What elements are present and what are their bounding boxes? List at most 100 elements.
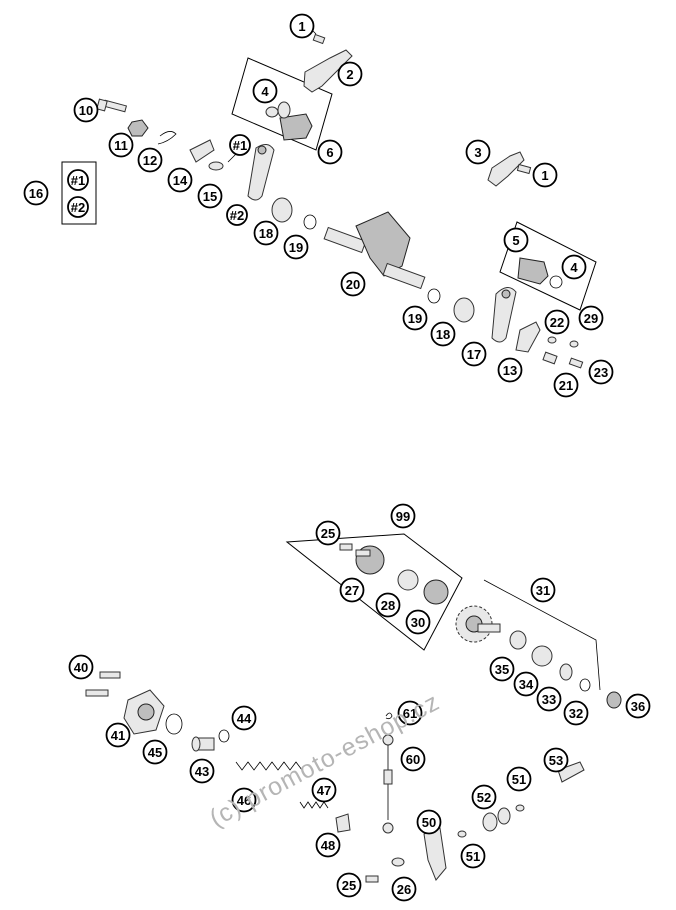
- callout-label: 48: [321, 838, 335, 853]
- housing-part-41: [123, 689, 165, 735]
- callout-circle: [536, 686, 562, 712]
- callout-label: 19: [408, 311, 422, 326]
- callout-label: 25: [342, 878, 356, 893]
- callout-26-56: 26: [391, 876, 417, 902]
- callout-52-51: 52: [471, 784, 497, 810]
- callout-label: 20: [346, 277, 360, 292]
- callout-43-44: 43: [189, 758, 215, 784]
- callout-label: 50: [422, 815, 436, 830]
- callout-hash-1-8: #1: [229, 134, 251, 156]
- callout-label: 27: [345, 583, 359, 598]
- callout-circle: [315, 832, 341, 858]
- callout-31-34: 31: [530, 577, 556, 603]
- callout-20-20: 20: [340, 271, 366, 297]
- bolt-part-21: [542, 351, 558, 365]
- callout-60-47: 60: [400, 746, 426, 772]
- callout-32-38: 32: [563, 700, 589, 726]
- callout-circle: [513, 671, 539, 697]
- lever-part-left: [247, 144, 275, 201]
- callout-circle: [489, 656, 515, 682]
- callout-30-33: 30: [405, 609, 431, 635]
- callout-circle: [391, 876, 417, 902]
- washer-part-29: [569, 340, 579, 348]
- clip-part-61: [385, 712, 393, 720]
- callout-circle: [23, 180, 49, 206]
- callout-label: 28: [381, 598, 395, 613]
- callout-10-4: 10: [73, 97, 99, 123]
- bolt-part-23: [568, 357, 584, 369]
- lower-assembly: [85, 533, 622, 883]
- bushing-part-52: [482, 807, 511, 832]
- callout-circle: [543, 747, 569, 773]
- bolt-part-10: [96, 98, 128, 113]
- callout-circle: [67, 169, 89, 191]
- oring-part-44: [218, 729, 230, 743]
- nut-part-11: [127, 119, 149, 137]
- box-part-31: [483, 579, 601, 691]
- callout-circle: [397, 700, 423, 726]
- callout-circle: [105, 722, 131, 748]
- callout-circle: [317, 139, 343, 165]
- screw-part-1-right: [516, 163, 532, 175]
- callout-18-14: 18: [253, 220, 279, 246]
- bearing-part-28: [397, 569, 419, 591]
- valve-part-5: [517, 257, 563, 289]
- callout-48-52: 48: [315, 832, 341, 858]
- washer-part-51-upper: [515, 804, 525, 812]
- callout-29-25: 29: [578, 305, 604, 331]
- callout-label: 23: [594, 365, 608, 380]
- callout-2-1: 2: [337, 61, 363, 87]
- callout-circle: [416, 809, 442, 835]
- bushing-part-18-left: [271, 197, 293, 223]
- bolt-part-40-a: [99, 671, 121, 679]
- callout-label: 53: [549, 753, 563, 768]
- callout-label: 41: [111, 728, 125, 743]
- spring-part-47: [299, 801, 329, 809]
- callout-44-43: 44: [231, 705, 257, 731]
- screw-part-25-upper: [339, 543, 353, 551]
- callout-label: 25: [321, 526, 335, 541]
- callout-label: 18: [436, 327, 450, 342]
- clip-part-12: [157, 131, 177, 145]
- callout-45-42: 45: [142, 739, 168, 765]
- callout-label: 1: [298, 19, 305, 34]
- callout-circle: [68, 654, 94, 680]
- callout-circle: [390, 503, 416, 529]
- callout-18-22: 18: [430, 321, 456, 347]
- callout-hash-2-13: #2: [67, 196, 89, 218]
- callout-circle: [460, 843, 486, 869]
- callout-circle: [108, 132, 134, 158]
- bushing-part-18-right: [453, 297, 475, 323]
- callout-label: 16: [29, 186, 43, 201]
- callout-label: 45: [148, 745, 162, 760]
- callout-circle: [67, 196, 89, 218]
- gear-part-27: [355, 545, 385, 575]
- callout-circle: [430, 321, 456, 347]
- gear-part-31: [455, 605, 501, 643]
- oring-part-19-right: [427, 288, 441, 304]
- callout-circle: [340, 271, 366, 297]
- callout-19-21: 19: [402, 305, 428, 331]
- callout-label: 32: [569, 706, 583, 721]
- callout-label: 2: [346, 67, 353, 82]
- callout-circle: [405, 609, 431, 635]
- callout-label: 13: [503, 363, 517, 378]
- callout-50-53: 50: [416, 809, 442, 835]
- callout-circle: [337, 61, 363, 87]
- callout-6-3: 6: [317, 139, 343, 165]
- callout-label: 5: [512, 233, 519, 248]
- upper-assembly: [61, 27, 597, 369]
- bushing-part-33: [559, 663, 573, 681]
- callout-circle: [339, 577, 365, 603]
- callout-34-36: 34: [513, 671, 539, 697]
- washer-part-26: [391, 857, 405, 867]
- spring-part-46: [235, 761, 303, 771]
- callout-label: 17: [467, 347, 481, 362]
- plate-part-14: [189, 139, 215, 163]
- callout-21-27: 21: [553, 372, 579, 398]
- callout-circle: [544, 309, 570, 335]
- callout-15-9: 15: [197, 183, 223, 209]
- callout-circle: [289, 13, 315, 39]
- callout-layer: 124610111214#115#216#1#21819315420191817…: [23, 13, 651, 902]
